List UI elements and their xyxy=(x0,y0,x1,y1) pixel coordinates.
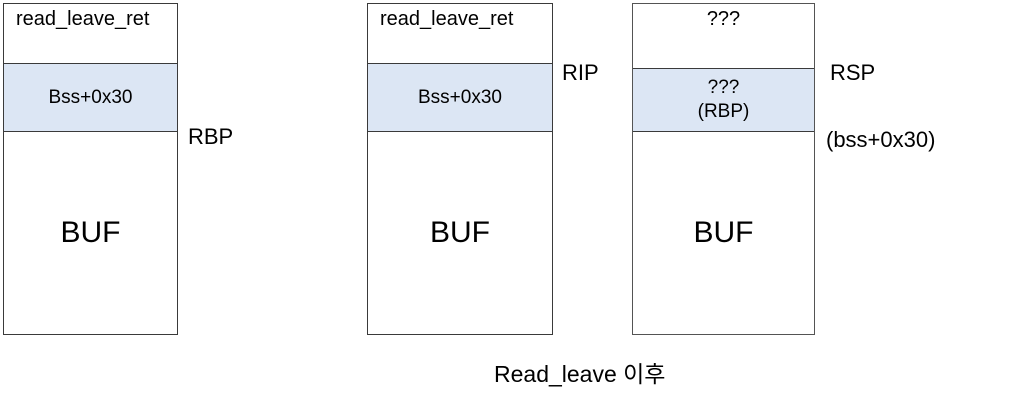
stack-diagram-before-2: read_leave_ret Bss+0x30 BUF xyxy=(367,3,553,335)
stack-cell-saved-rbp: Bss+0x30 xyxy=(4,63,177,132)
stack-cell-saved-rbp: Bss+0x30 xyxy=(368,63,552,132)
stack-cell-buffer: BUF xyxy=(4,132,177,334)
pointer-label-bss-address: (bss+0x30) xyxy=(826,127,936,152)
stack-diagram-before-1: read_leave_ret Bss+0x30 BUF xyxy=(3,3,178,335)
stack-cell-label-return-address: read_leave_ret xyxy=(16,8,150,30)
stack-cell-buffer: BUF xyxy=(633,132,814,334)
stack-cell-label-buffer: BUF xyxy=(430,216,490,249)
pointer-label-rsp: RSP xyxy=(830,60,876,85)
diagram-caption: Read_leave 이후 xyxy=(494,361,666,387)
pointer-label-rbp-1: RBP xyxy=(188,124,234,149)
stack-cell-label-buffer: BUF xyxy=(60,216,121,249)
stack-cell-label-return-address: read_leave_ret xyxy=(380,8,514,30)
stack-cell-label-rbp-note: (RBP) xyxy=(697,101,750,122)
stack-cell-return-address: read_leave_ret xyxy=(4,4,177,63)
stack-cell-label-buffer: BUF xyxy=(693,216,754,249)
stack-cell-label-saved-rbp: Bss+0x30 xyxy=(418,86,502,108)
pointer-label-rip: RIP xyxy=(562,60,599,85)
stack-cell-label-unknown-top: ??? xyxy=(706,8,741,30)
stack-cell-return-address: read_leave_ret xyxy=(368,4,552,63)
stack-cell-unknown-rbp: ??? (RBP) xyxy=(633,68,814,132)
stack-cell-buffer: BUF xyxy=(368,132,552,334)
stack-cell-unknown-top: ??? xyxy=(633,4,814,68)
stack-cell-label-unknown-rbp: ??? xyxy=(707,77,740,99)
stack-diagram-after: ??? ??? (RBP) BUF xyxy=(632,3,815,335)
stack-cell-label-saved-rbp: Bss+0x30 xyxy=(48,86,133,108)
